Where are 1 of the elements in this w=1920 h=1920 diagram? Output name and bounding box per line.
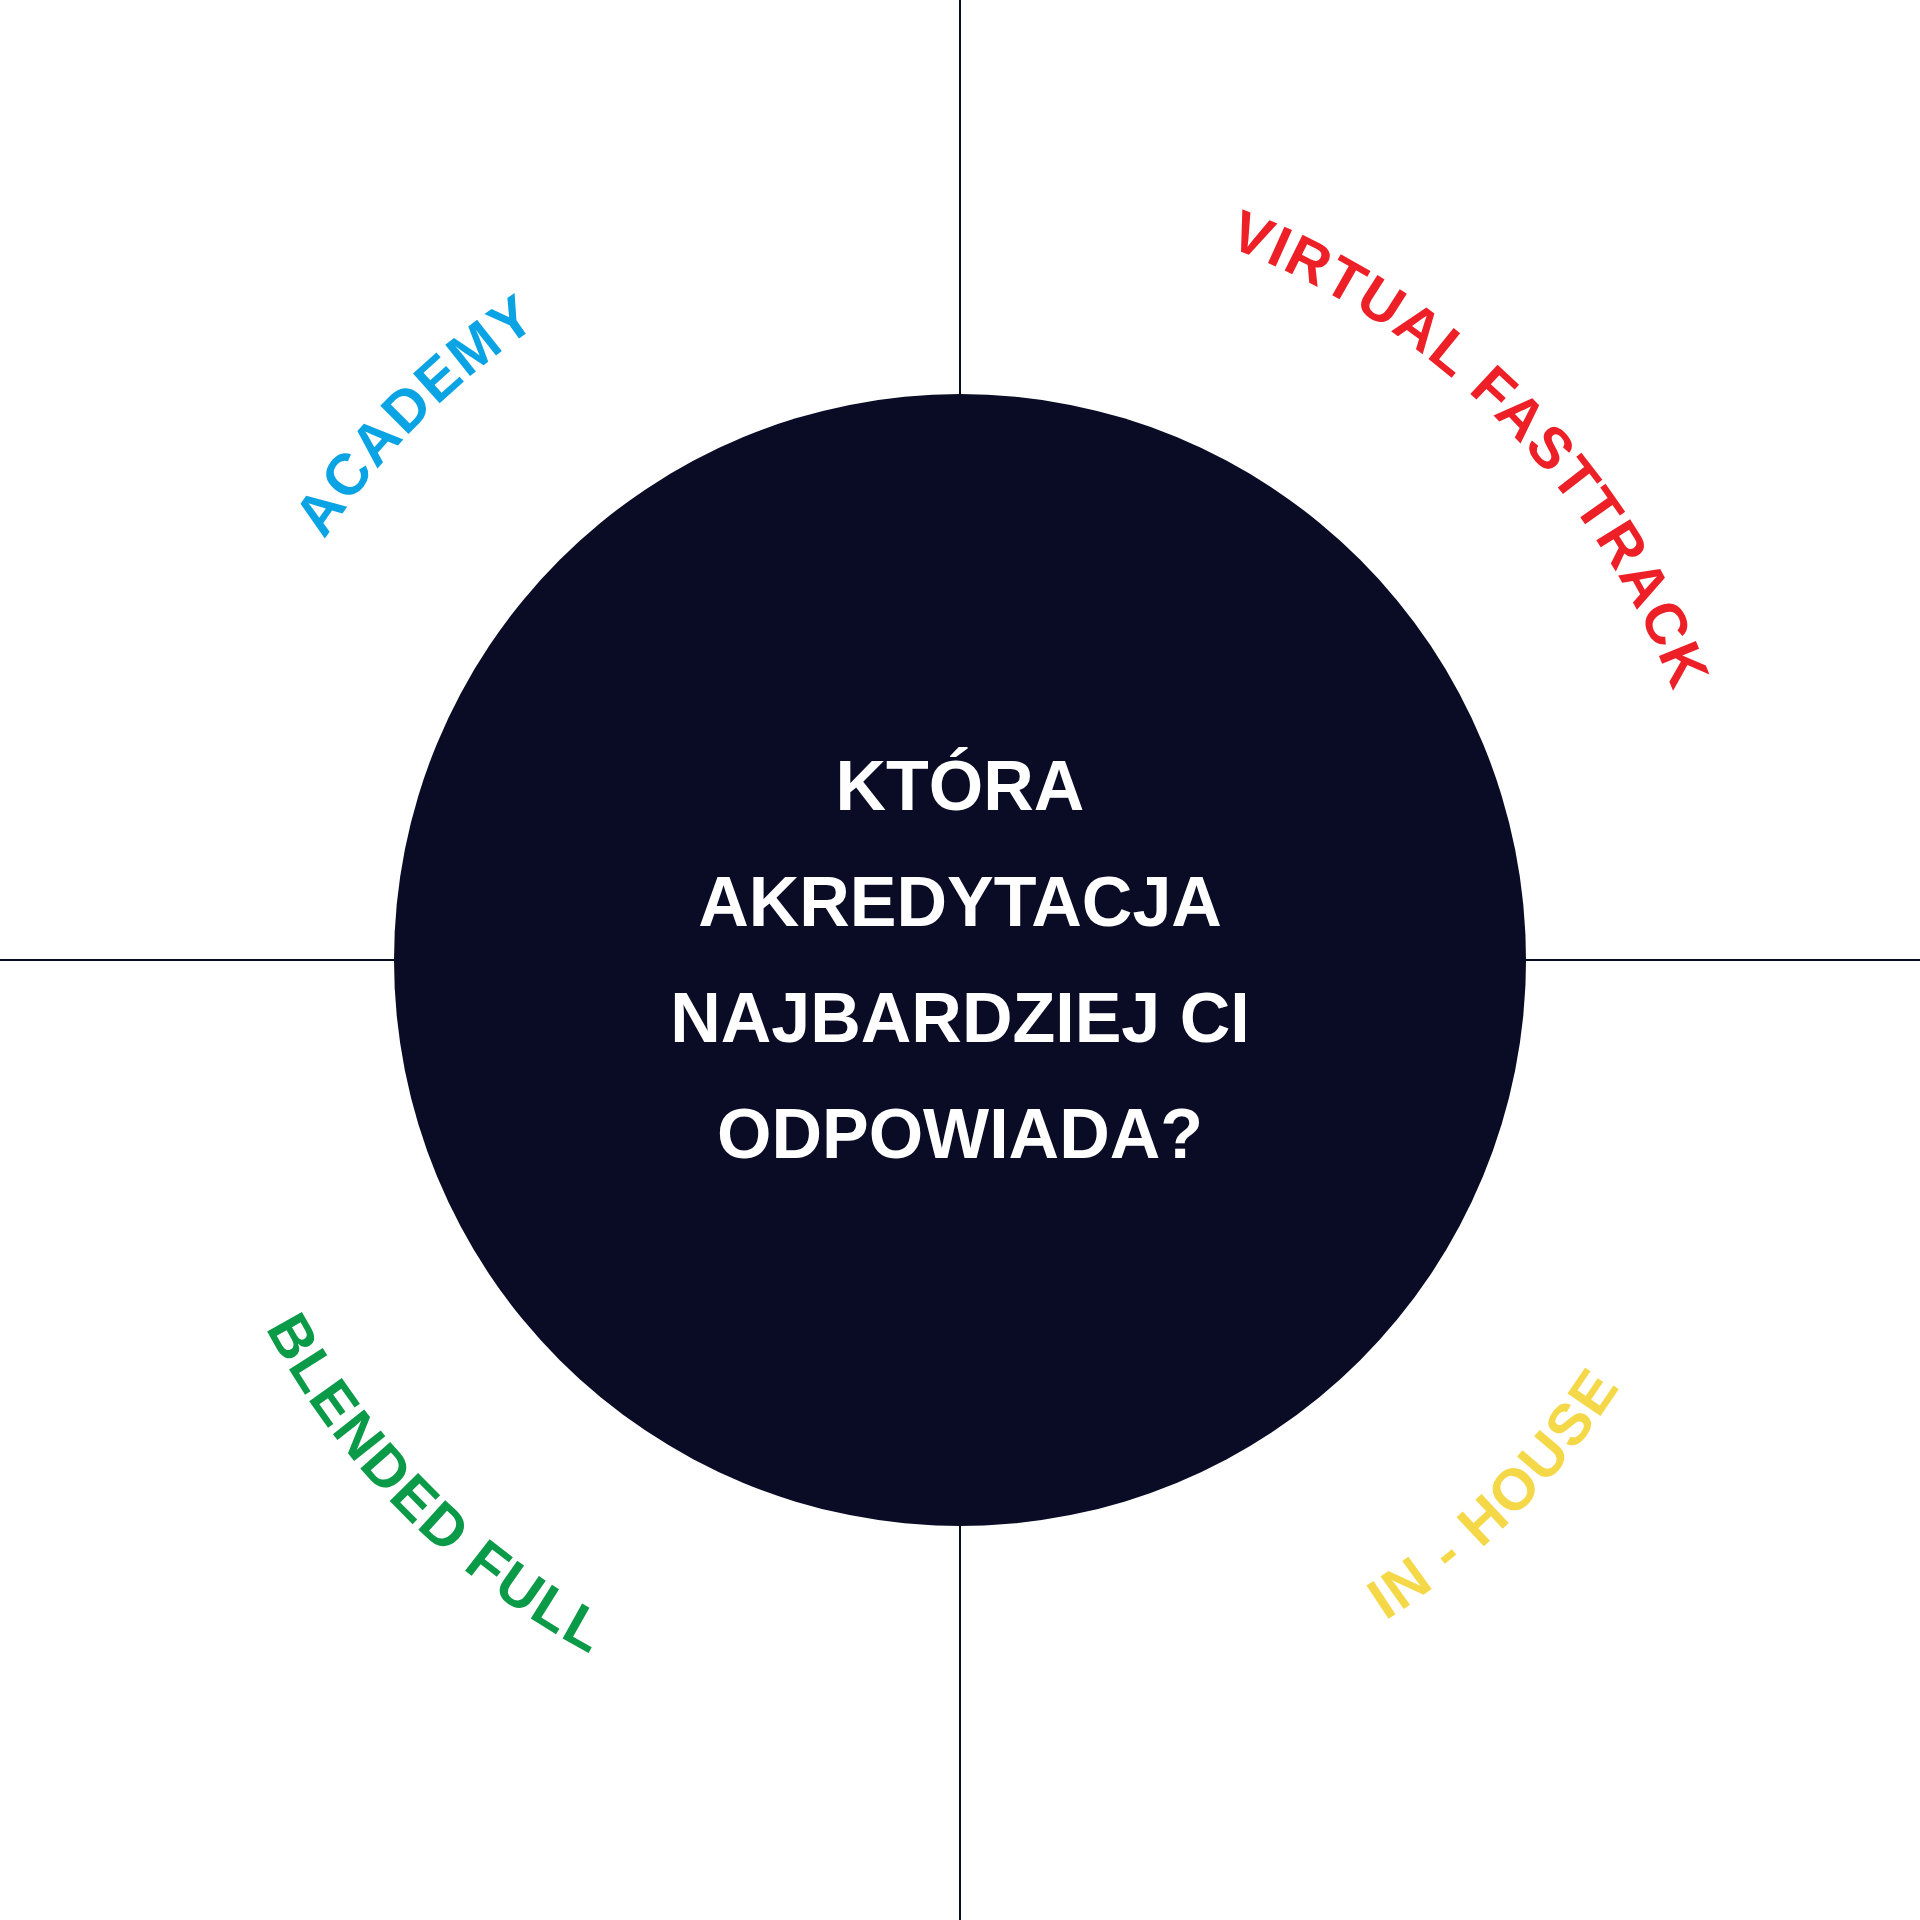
- question-text: KTÓRA AKREDYTACJA NAJBARDZIEJ CI ODPOWIADA?: [669, 746, 1251, 1175]
